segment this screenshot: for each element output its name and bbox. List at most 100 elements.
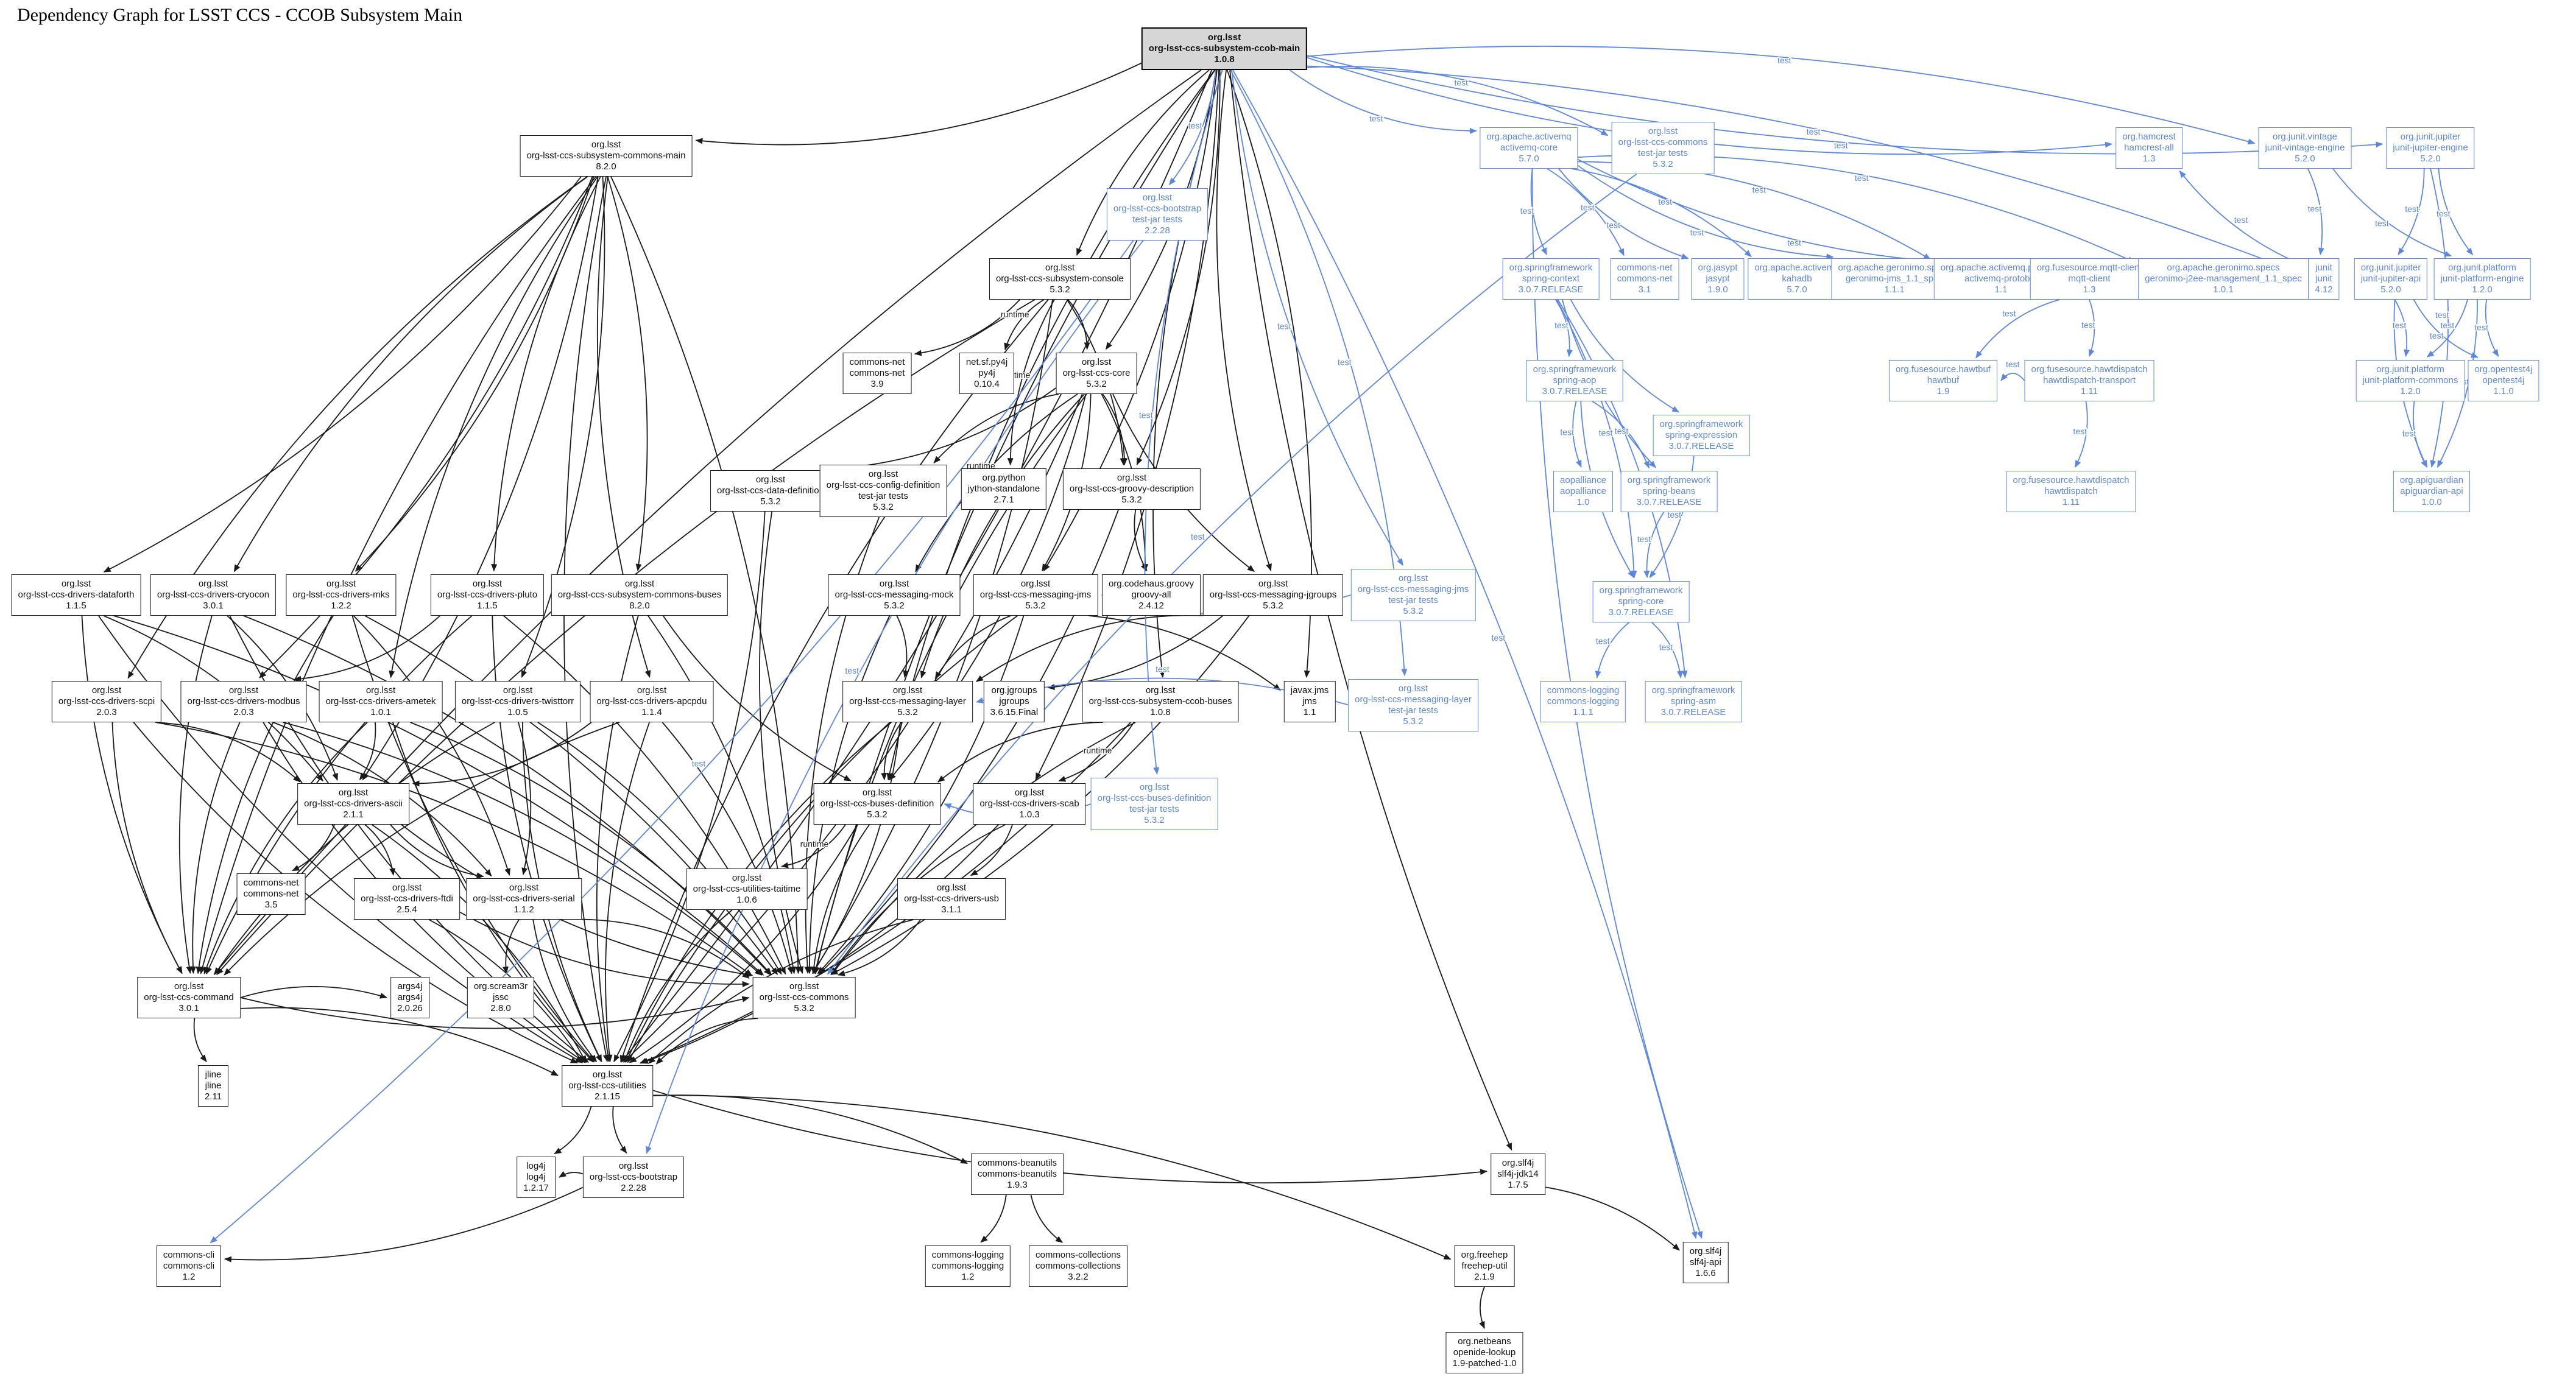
node-label-line: 1.1: [1303, 707, 1316, 717]
node-label-line: apiguardian-api: [2400, 486, 2463, 496]
dependency-edge: [914, 299, 1020, 356]
dependency-edge: [224, 1186, 584, 1263]
node-label-line: 2.7.1: [993, 495, 1014, 505]
node-label-line: org-lsst-ccs-bootstrap: [589, 1172, 678, 1182]
node-label-line: 1.1.5: [66, 601, 86, 611]
edge-scope-label: test: [1607, 220, 1621, 230]
node-label-line: 1.0.8: [1150, 707, 1171, 717]
node-label-line: 5.3.2: [1050, 284, 1070, 295]
node-label-line: hamcrest-all: [2124, 143, 2174, 153]
node-label-line: 1.1.2: [513, 904, 534, 915]
node-label-line: org.springframework: [1533, 364, 1617, 375]
node-label-line: 1.2.0: [2472, 284, 2493, 295]
dependency-edge: [827, 174, 1637, 975]
node-label-line: 4.12: [2315, 284, 2333, 295]
node-label-line: org.codehaus.groovy: [1108, 579, 1194, 589]
dependency-edge: [1307, 46, 2256, 145]
node-label-line: 2.5.4: [397, 904, 417, 915]
node-label-line: 1.0.1: [2213, 284, 2234, 295]
node-label-line: org.lsst: [591, 139, 621, 150]
node-label-line: 3.0.1: [178, 1003, 199, 1013]
edge-scope-label: test: [1615, 426, 1629, 435]
dependency-edge: [662, 615, 852, 781]
node-label-line: org-lsst-ccs-bootstrap: [1113, 203, 1202, 214]
node-label-line: org-lsst-ccs-data-definition: [717, 485, 824, 496]
dependency-edge: [491, 176, 601, 572]
node-label-line: 3.0.7.RELEASE: [1668, 441, 1734, 451]
node-label-line: org-lsst-ccs-drivers-pluto: [437, 590, 538, 600]
dependency-edge: [1229, 69, 1512, 1151]
node-label-line: commons-logging: [1547, 696, 1620, 706]
node-label-line: org-lsst-ccs-messaging-layer: [1355, 694, 1472, 705]
node-label-line: commons-logging: [1547, 685, 1620, 696]
node-label-line: org-lsst-ccs-subsystem-commons-buses: [557, 590, 722, 600]
node-label-line: org.apiguardian: [2399, 475, 2464, 485]
dependency-edge: [652, 1090, 1487, 1184]
dependency-edge: [2413, 299, 2479, 358]
node-label-line: 1.7.5: [1508, 1180, 1528, 1190]
node-label-line: 8.2.0: [629, 601, 650, 611]
node-label-line: jython-standalone: [967, 484, 1040, 494]
node-label-line: 5.3.2: [794, 1003, 814, 1013]
dependency-edge: [503, 919, 520, 974]
node-label-line: org-lsst-ccs-messaging-jms: [979, 590, 1092, 600]
dependency-edge: [1232, 69, 1698, 1239]
node-label-line: org-lsst-ccs-drivers-ametek: [325, 696, 436, 706]
dependency-edge: [1577, 165, 1834, 260]
node-label-line: aopalliance: [1560, 486, 1606, 496]
node-label-line: org-lsst-ccs-config-definition: [826, 480, 940, 490]
node-label-line: junit-jupiter-api: [2360, 273, 2421, 284]
node-label-line: 5.7.0: [1787, 284, 1807, 295]
node-label-line: org-lsst-ccs-commons: [1618, 137, 1708, 147]
node-label-line: 0.10.4: [974, 379, 1000, 389]
node-label-line: 5.3.2: [867, 809, 887, 820]
node-label-line: org.lsst: [1648, 126, 1678, 136]
node-label-line: org.springframework: [1659, 419, 1743, 429]
dependency-edge: [189, 722, 241, 974]
edge-scope-label: test: [1855, 173, 1869, 183]
node-label-line: commons-collections: [1035, 1250, 1121, 1260]
dependency-edge: [1595, 622, 1629, 678]
dependency-edge: [537, 722, 782, 975]
node-label-line: 1.9.3: [1007, 1180, 1028, 1190]
node-label-line: org-lsst-ccs-buses-definition: [820, 798, 934, 809]
dependency-edge: [629, 824, 858, 1063]
dependency-edge: [1558, 168, 1689, 259]
node-label-line: org.lsst: [1014, 787, 1045, 798]
dependency-edge: [2000, 373, 2025, 381]
edge-scope-label: test: [2405, 204, 2419, 214]
dependency-edge: [364, 824, 396, 876]
node-label-line: 1.1: [1994, 284, 2008, 295]
node-label-line: 1.9.0: [1707, 284, 1728, 295]
dependency-edge: [613, 511, 766, 1063]
node-label-line: 2.2.28: [621, 1183, 646, 1193]
node-label-line: org.lsst: [91, 685, 122, 696]
dependency-edge: [980, 1194, 1007, 1243]
node-label-line: 2.1.9: [1474, 1272, 1495, 1282]
node-label-line: 1.0.3: [1019, 809, 1040, 820]
node-label-line: 1.0.6: [736, 895, 757, 905]
